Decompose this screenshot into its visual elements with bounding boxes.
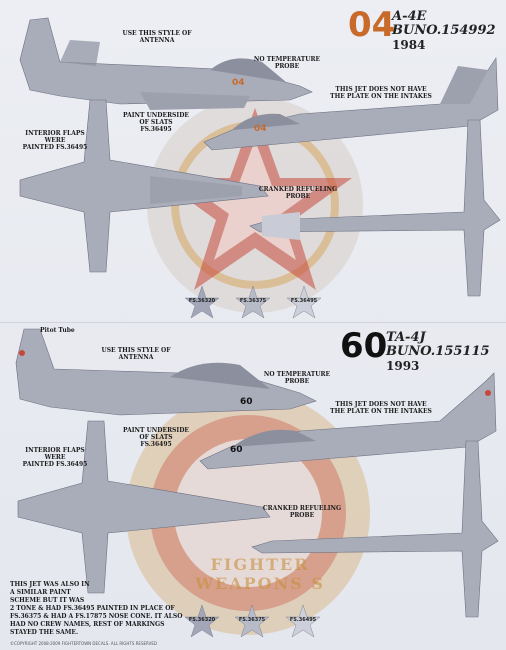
bureau-number: BUNO.154992 xyxy=(392,23,496,38)
canopy xyxy=(232,113,300,130)
scheme-year: 1984 xyxy=(392,38,426,52)
insignia-star-inner xyxy=(190,140,320,260)
planform-body xyxy=(17,420,271,594)
swatch-star-1 xyxy=(184,285,220,319)
aircraft-type: TA-4J xyxy=(386,330,426,345)
swatch-star-3 xyxy=(286,285,322,319)
callout-antenna: USE THIS STYLE OF ANTENNA xyxy=(101,347,171,361)
callout-no-temp-probe: NO TEMPERATURE PROBE xyxy=(263,371,331,385)
insignia-text: FIGHTER WEAPONS S xyxy=(195,555,325,593)
callout-pitot-tube: Pitot Tube xyxy=(40,327,75,334)
aircraft-type: A-4E xyxy=(392,9,427,24)
planform-fuselage xyxy=(150,176,242,204)
fs-swatch-stars xyxy=(184,285,322,319)
nose-numeral: 04 xyxy=(232,78,245,88)
planform-body xyxy=(251,440,499,618)
aircraft-bottom-planform xyxy=(249,119,501,297)
dorsal-hump xyxy=(60,40,100,66)
fs-swatch-label-1: FS.36320 xyxy=(188,617,216,623)
callout-no-plate: THIS JET DOES NOT HAVE THE PLATE ON THE … xyxy=(330,401,432,415)
fs-swatch-stars xyxy=(184,604,321,638)
swatch-star-3 xyxy=(285,604,321,638)
nose-numeral: 60 xyxy=(240,397,253,407)
fs-swatch-label-3: FS.36495 xyxy=(289,617,317,623)
tail-roundel xyxy=(485,390,491,396)
callout-antenna: USE THIS STYLE OF ANTENNA xyxy=(122,30,192,44)
panel-a4e: 04 A-4E BUNO.154992 1984 04 04 xyxy=(0,0,506,322)
planform-nose xyxy=(262,212,300,240)
swatch-star-2 xyxy=(235,285,271,319)
aircraft-left-profile xyxy=(19,17,313,110)
canopy xyxy=(210,58,286,82)
nose-numeral-right: 60 xyxy=(230,445,243,455)
fuselage xyxy=(19,17,313,105)
callout-no-plate: THIS JET DOES NOT HAVE THE PLATE ON THE … xyxy=(330,86,432,100)
fuselage xyxy=(199,372,497,470)
aircraft-top-planform xyxy=(19,99,269,273)
callout-interior-flaps: INTERIOR FLAPS WERE PAINTED FS.36495 xyxy=(22,447,88,468)
fs-swatch-label-2: FS.36375 xyxy=(239,298,267,304)
tail-fin xyxy=(440,66,488,104)
planform-body xyxy=(19,99,269,273)
callout-interior-flaps: INTERIOR FLAPS WERE PAINTED FS.36495 xyxy=(22,130,88,151)
scheme-note: THIS JET WAS ALSO IN A SIMILAR PAINT SCH… xyxy=(10,581,183,636)
fs-swatch-label-1: FS.36320 xyxy=(188,298,216,304)
bureau-number: BUNO.155115 xyxy=(386,344,490,359)
scheme-year: 1993 xyxy=(386,359,420,373)
swatch-star-1 xyxy=(184,604,220,638)
wing-root xyxy=(140,92,250,110)
copyright-notice: ©COPYRIGHT 2008-2009 FIGHTERTOWN DECALS.… xyxy=(10,641,157,646)
callout-slats: PAINT UNDERSIDE OF SLATS FS.36495 xyxy=(123,427,189,448)
panel-ta4j: FIGHTER WEAPONS S 60 TA-4J BUNO.155115 1… xyxy=(0,322,506,650)
title-numeral: 60 xyxy=(340,326,388,366)
title-numeral: 04 xyxy=(348,5,396,45)
fs-swatch-label-2: FS.36375 xyxy=(238,617,266,623)
aircraft-bottom-planform xyxy=(251,440,499,618)
nose-numeral-right: 04 xyxy=(254,124,267,134)
fs-swatch-label-3: FS.36495 xyxy=(290,298,318,304)
tandem-canopy xyxy=(170,362,270,389)
tail-roundel xyxy=(19,350,25,356)
callout-refueling-probe: CRANKED REFUELING PROBE xyxy=(262,505,342,519)
aircraft-top-planform xyxy=(17,420,271,594)
fuselage xyxy=(15,328,317,416)
callout-slats: PAINT UNDERSIDE OF SLATS FS.36495 xyxy=(123,112,189,133)
swatch-star-2 xyxy=(234,604,270,638)
aircraft-right-profile xyxy=(199,372,497,470)
tandem-canopy xyxy=(232,429,316,447)
aircraft-right-profile xyxy=(203,57,499,151)
aircraft-left-profile xyxy=(15,328,317,416)
callout-refueling-probe: CRANKED REFUELING PROBE xyxy=(258,186,338,200)
callout-no-temp-probe: NO TEMPERATURE PROBE xyxy=(253,56,321,70)
fuselage xyxy=(203,57,499,151)
